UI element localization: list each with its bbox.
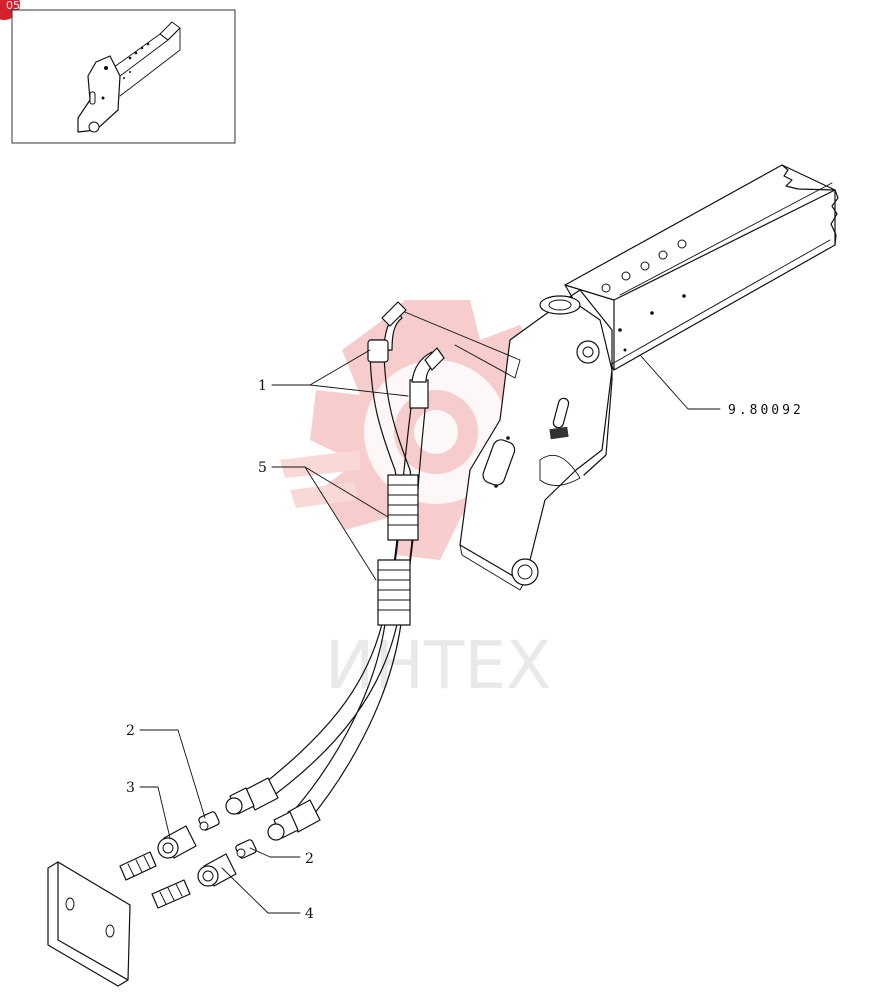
thumbnail-boom-icon (77, 21, 181, 133)
boom-arm (459, 164, 839, 591)
hose-sleeves (377, 474, 419, 626)
coupler-upper (157, 825, 197, 859)
callout-2-lower: 2 (305, 851, 314, 867)
callout-3: 3 (126, 780, 135, 796)
watermark-text: ИНТЕХ (325, 627, 551, 704)
callout-5: 5 (258, 460, 267, 476)
quick-coupler-nipples (119, 851, 191, 909)
adapter-lower (235, 839, 257, 859)
hose-end-ferrule-lower (267, 799, 321, 841)
badge-label: 05 (6, 0, 20, 12)
thumbnail-inset[interactable] (11, 9, 236, 144)
callout-2-upper: 2 (126, 723, 135, 739)
callout-leaders (139, 349, 721, 914)
adapter-upper (198, 811, 220, 831)
callout-4: 4 (305, 906, 314, 922)
mounting-plate (47, 861, 131, 987)
tube-holes (601, 239, 687, 352)
coupler-lower (197, 853, 237, 887)
reference-9-80092[interactable]: 9.80092 (728, 403, 804, 418)
callout-1: 1 (258, 378, 267, 394)
hose-end-ferrule-upper (225, 777, 279, 815)
hose-assembly (225, 301, 445, 841)
